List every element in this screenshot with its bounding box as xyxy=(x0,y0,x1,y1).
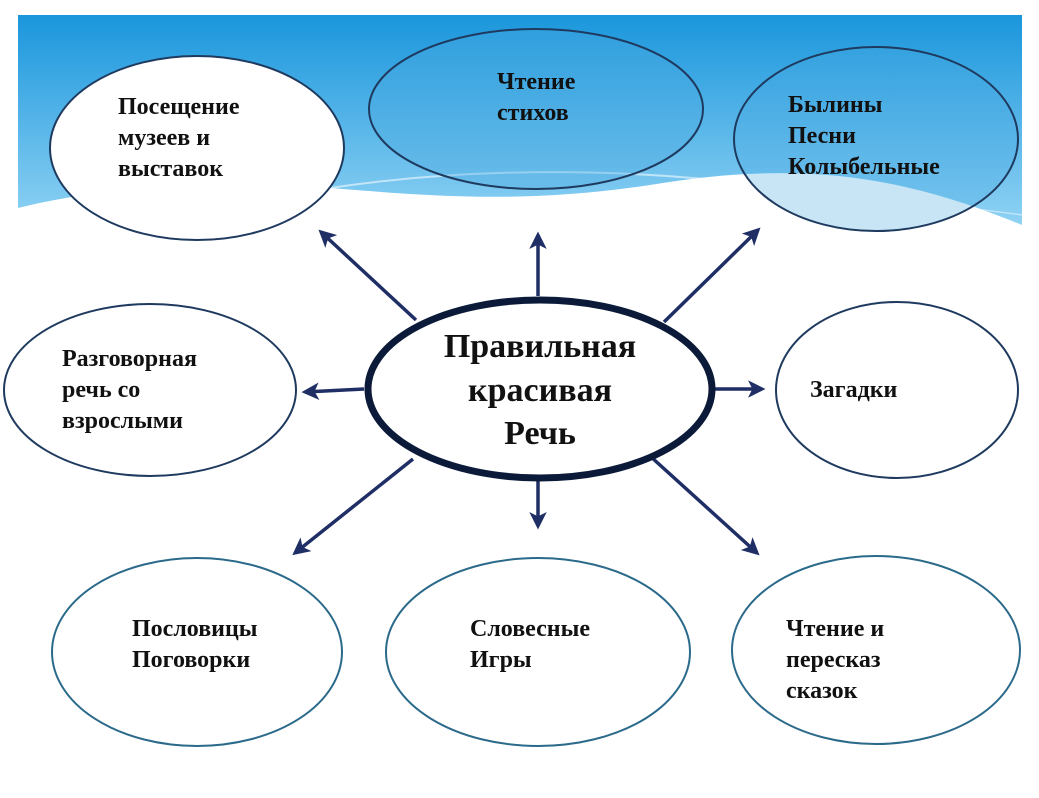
sky-wave-line xyxy=(650,223,1022,260)
center-node-label: Правильная красивая Речь xyxy=(443,328,637,453)
node-conversation xyxy=(3,303,297,477)
arrow-to-tales xyxy=(648,454,760,556)
sky-wave-line xyxy=(559,201,1023,231)
arrows-group xyxy=(292,227,766,556)
node-epics xyxy=(733,46,1019,232)
node-poems xyxy=(368,28,704,190)
nodes-group xyxy=(3,28,1021,747)
center-node xyxy=(364,296,716,482)
node-museums xyxy=(49,55,345,241)
arrow-to-conversation xyxy=(301,382,365,401)
node-tales xyxy=(731,555,1021,745)
arrow-to-epics xyxy=(662,227,761,324)
arrow-to-museums xyxy=(318,229,418,322)
node-proverbs xyxy=(51,557,343,747)
node-word-games xyxy=(385,557,691,747)
sky-wave-line xyxy=(329,171,1023,261)
node-riddles xyxy=(775,301,1019,479)
arrow-to-proverbs xyxy=(292,457,415,556)
